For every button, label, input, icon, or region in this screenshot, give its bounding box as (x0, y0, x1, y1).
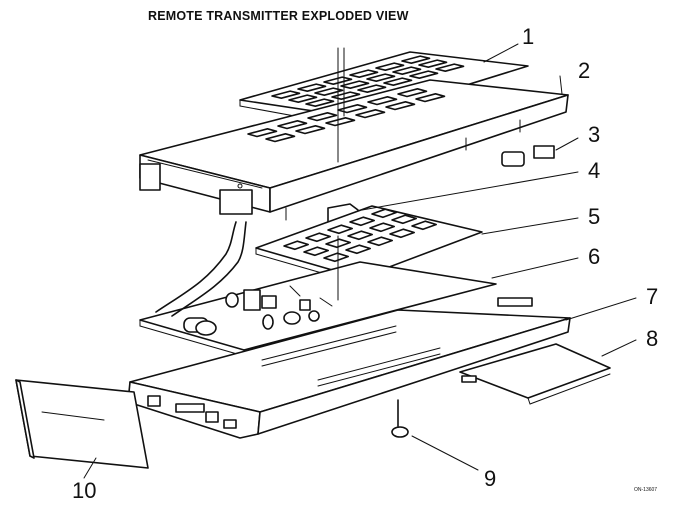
callout-3: 3 (588, 122, 601, 147)
page-title: REMOTE TRANSMITTER EXPLODED VIEW (148, 9, 409, 23)
callout-9: 9 (484, 466, 497, 491)
callout-5: 5 (588, 204, 601, 229)
part-9-screw (391, 399, 409, 438)
leader-lines (83, 43, 637, 479)
callout-4: 4 (588, 158, 601, 183)
part-8-battery-cover (459, 343, 611, 405)
callout-7: 7 (646, 284, 659, 309)
callout-6: 6 (588, 244, 601, 269)
callout-8: 8 (646, 326, 659, 351)
part-5-rubber-keypad (255, 205, 483, 285)
part-2-top-housing (139, 79, 569, 221)
part-7-bottom-case (127, 297, 571, 439)
callout-2: 2 (578, 58, 591, 83)
callout-1: 1 (522, 24, 535, 49)
part-10-end-cap (15, 379, 149, 469)
callout-10: 10 (72, 478, 97, 503)
figure-code: ON-13607 (634, 487, 658, 493)
part-6-circuit-board (139, 221, 497, 357)
part-3-connector (501, 145, 555, 167)
part-1-keypad-overlay (239, 51, 529, 129)
